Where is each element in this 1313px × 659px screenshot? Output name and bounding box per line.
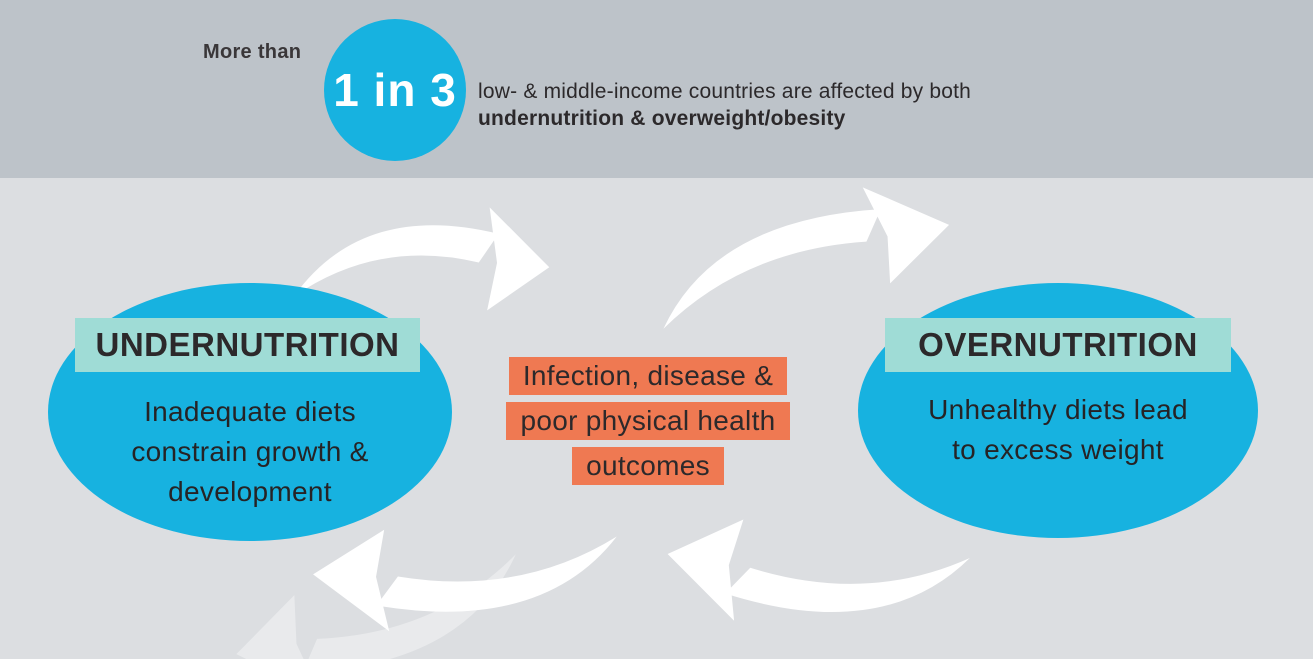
undernutrition-description: Inadequate diets constrain growth & deve… <box>70 392 430 512</box>
overnutrition-description-line2: to excess weight <box>952 434 1164 465</box>
stat-description-line1: low- & middle-income countries are affec… <box>478 80 972 103</box>
watermark-curved-arrow-icon <box>223 552 537 659</box>
stat-description-line2: undernutrition & overweight/obesity <box>478 107 846 130</box>
stat-prefix: More than <box>203 41 302 63</box>
overnutrition-description: Unhealthy diets lead to excess weight <box>878 390 1238 470</box>
undernutrition-description-line2: constrain growth & <box>131 436 369 467</box>
cycle-arrow-bottom-right-icon <box>651 493 975 659</box>
stat-circle: 1 in 3 <box>324 19 466 161</box>
overnutrition-description-line1: Unhealthy diets lead <box>928 394 1188 425</box>
stat-banner: More than 1 in 3 low- & middle-income co… <box>0 0 1313 178</box>
overnutrition-title: OVERNUTRITION <box>885 318 1231 372</box>
undernutrition-description-line3: development <box>168 476 332 507</box>
cycle-arrow-top-left-icon <box>290 179 561 330</box>
outcomes-line2: poor physical health <box>506 402 790 440</box>
outcomes-line1: Infection, disease & <box>508 357 788 395</box>
outcomes-text: Infection, disease & poor physical healt… <box>448 357 848 485</box>
stat-value: 1 in 3 <box>333 64 457 116</box>
outcomes-line3: outcomes <box>572 447 724 485</box>
stat-description: low- & middle-income countries are affec… <box>478 78 971 132</box>
undernutrition-title: UNDERNUTRITION <box>75 318 420 372</box>
undernutrition-description-line1: Inadequate diets <box>144 396 356 427</box>
cycle-arrow-top-right-icon <box>641 169 963 332</box>
cycle-arrow-bottom-left-icon <box>304 513 621 652</box>
